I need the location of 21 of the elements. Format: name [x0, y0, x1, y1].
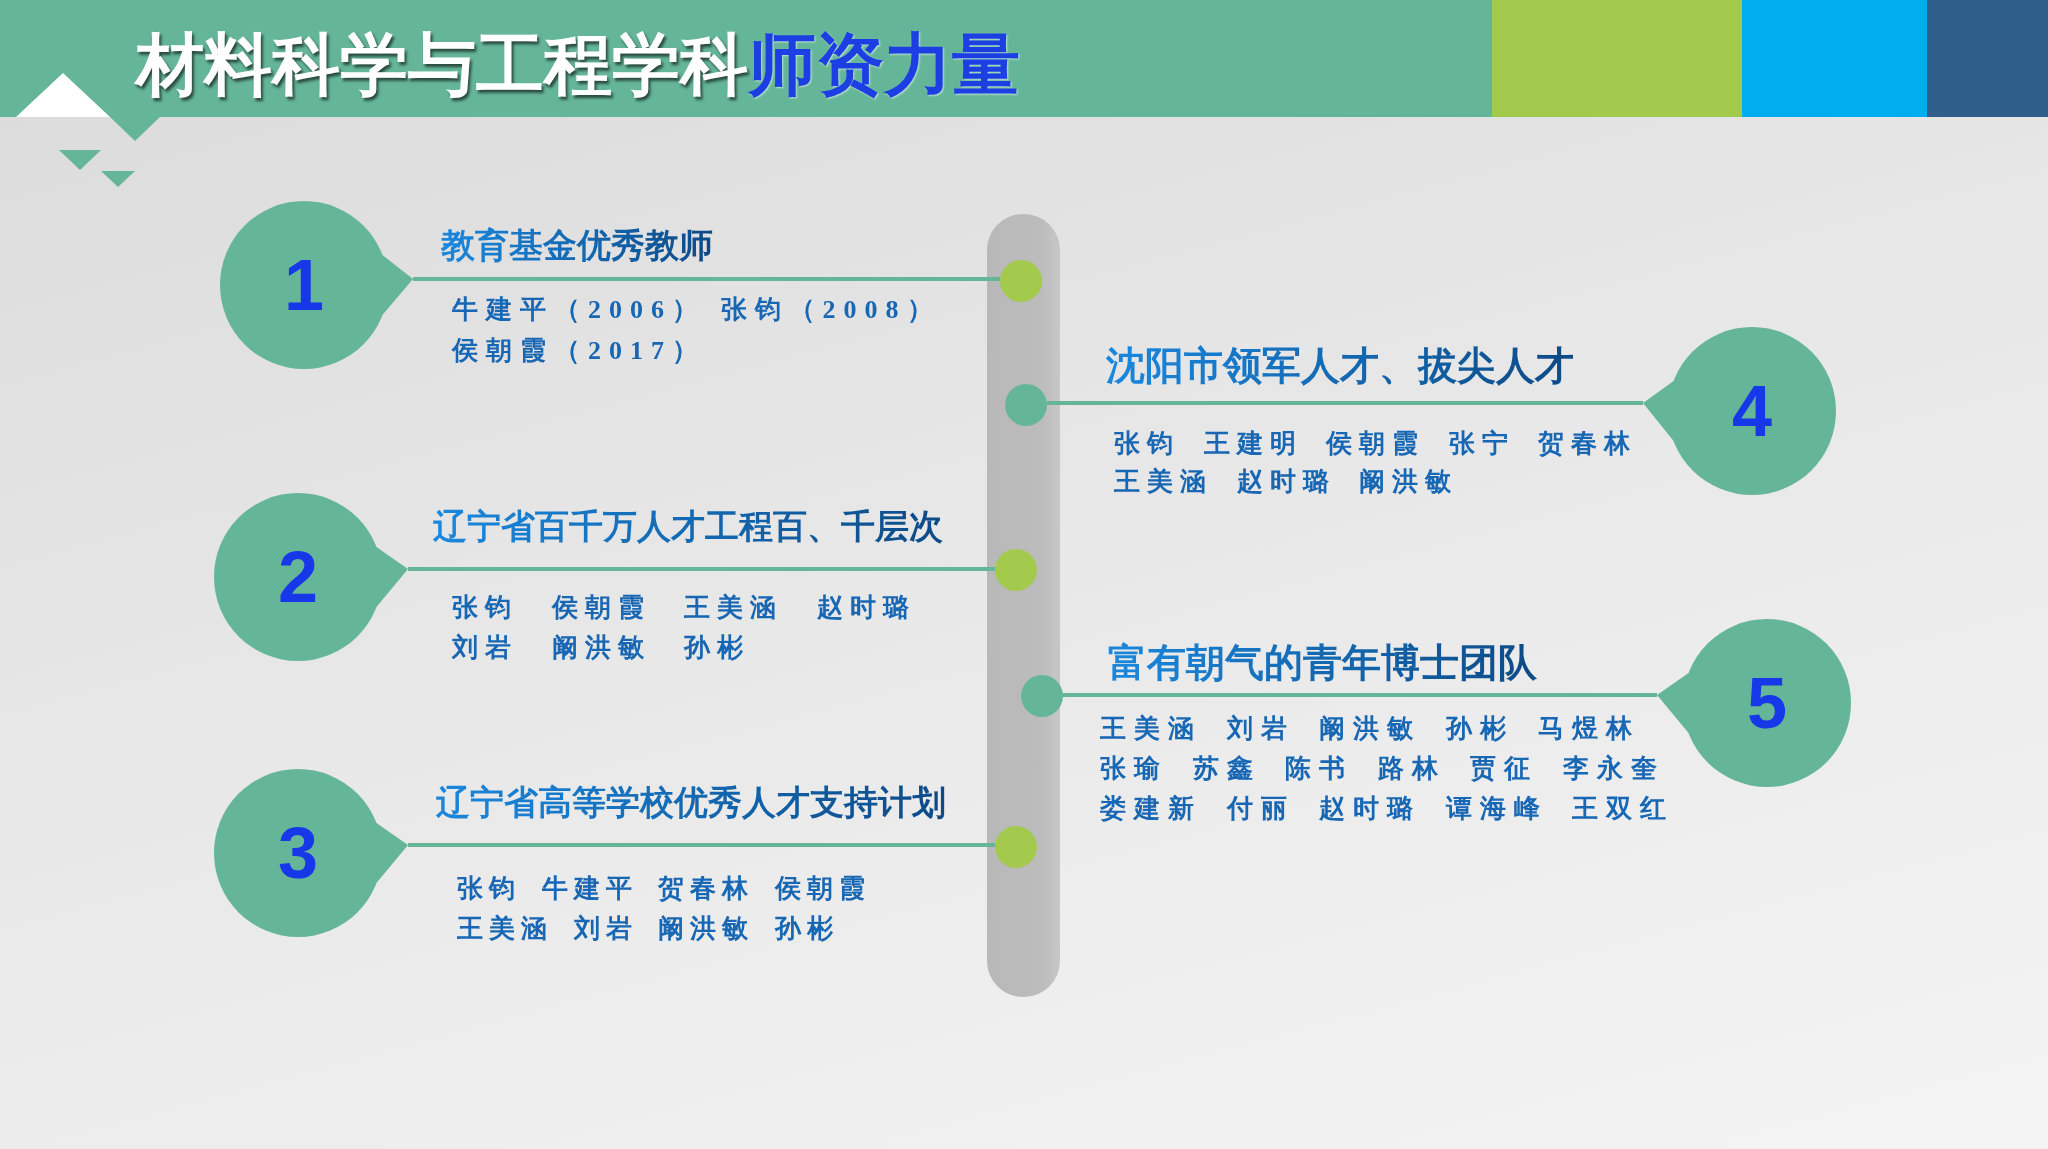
name-list: 张钧 牛建平 贺春林 侯朝霞 [457, 869, 871, 909]
timeline-dot [1000, 260, 1042, 302]
timeline-dot [995, 826, 1037, 868]
connector-line [408, 843, 996, 847]
name-list: 娄建新 付丽 赵时璐 谭海峰 王双红 [1100, 789, 1674, 829]
name-list: 王美涵 刘岩 阚洪敏 孙彬 [457, 909, 839, 949]
name-list: 张钧 侯朝霞 王美涵 赵时璐 [452, 588, 916, 628]
name-list: 刘岩 阚洪敏 孙彬 [452, 628, 750, 668]
name-list: 张钧 王建明 侯朝霞 张宁 贺春林 [1114, 425, 1637, 463]
connector-line [1063, 693, 1657, 697]
name-list: 王美涵 赵时璐 阚洪敏 [1114, 463, 1458, 501]
timeline-dot [1021, 675, 1063, 717]
connector-line [408, 567, 995, 571]
name-list: 牛建平（2006） 张钧（2008） [452, 289, 941, 330]
name-list: 侯朝霞（2017） [452, 330, 706, 371]
connector-line [413, 277, 1001, 281]
timeline-dot [995, 549, 1037, 591]
name-list: 王美涵 刘岩 阚洪敏 孙彬 马煜林 [1100, 709, 1640, 749]
connector-line [1046, 401, 1643, 405]
slide-title: 材料科学与工程学科师资力量 [136, 24, 1020, 106]
timeline-dot [1005, 384, 1047, 426]
